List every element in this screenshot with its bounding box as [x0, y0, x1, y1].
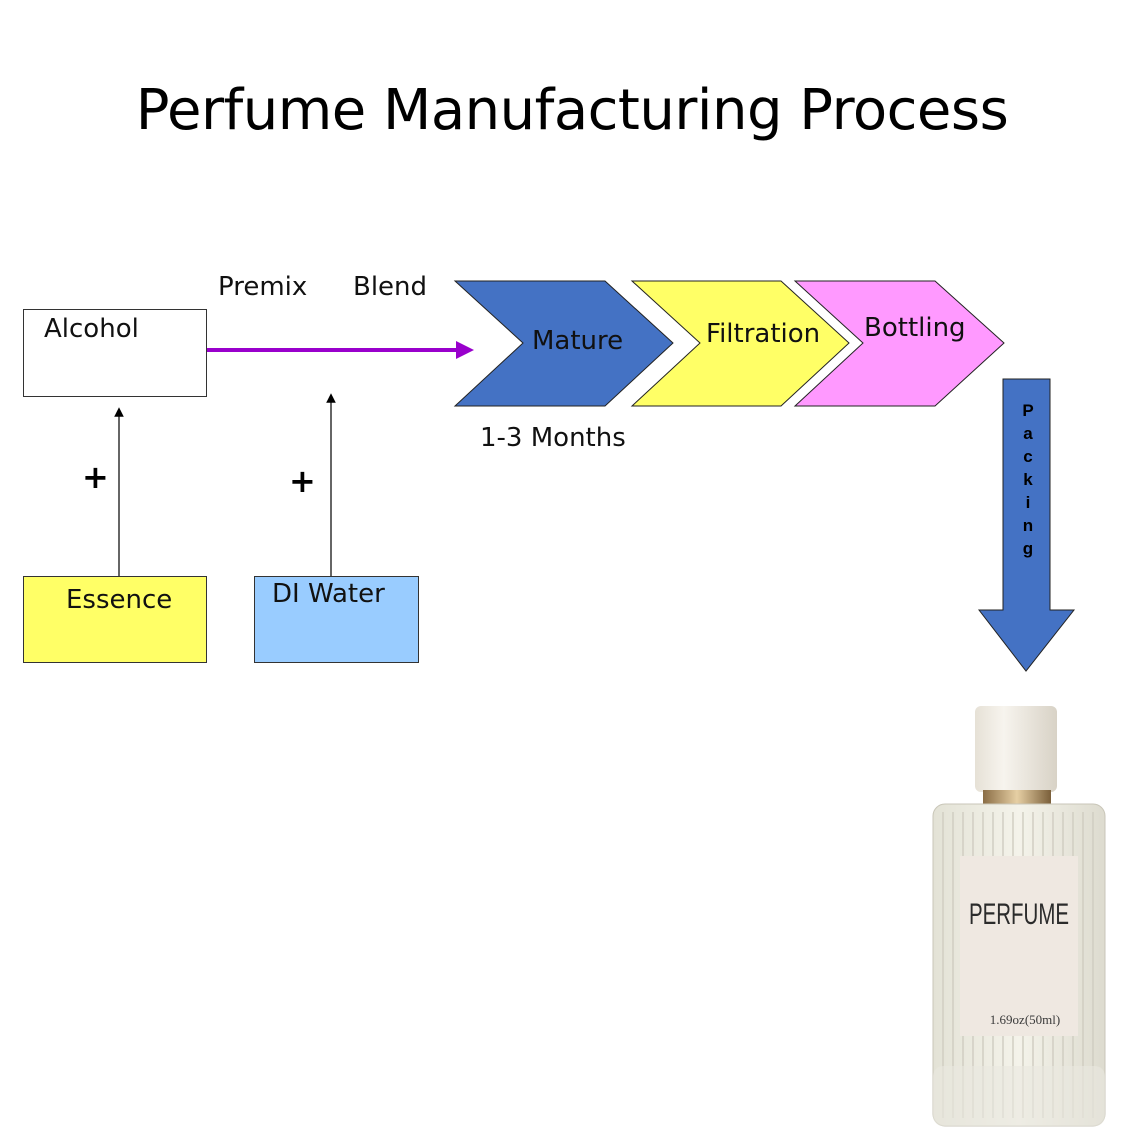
di-water-label: DI Water	[272, 579, 385, 609]
chevron-mature	[453, 280, 674, 407]
bottle-label-text: PERFUME	[969, 898, 1069, 931]
alcohol-box: Alcohol	[23, 309, 207, 397]
packing-letter: a	[1023, 424, 1033, 443]
di-water-box: DI Water	[254, 576, 419, 663]
step-filtration-label: Filtration	[706, 319, 821, 349]
plus-sign-essence: +	[82, 458, 109, 496]
packing-letter: P	[1022, 401, 1034, 420]
premix-label: Premix	[218, 272, 308, 302]
packing-arrow	[977, 378, 1076, 672]
page-title: Perfume Manufacturing Process	[135, 78, 1009, 143]
essence-label: Essence	[66, 585, 173, 615]
packing-letter: c	[1023, 447, 1033, 466]
step-bottling-label: Bottling	[864, 313, 966, 343]
packing-letter: g	[1022, 539, 1034, 558]
alcohol-label: Alcohol	[44, 314, 139, 344]
blend-arrow-head	[456, 341, 474, 359]
plus-sign-water: +	[289, 462, 316, 500]
packing-letter: n	[1022, 516, 1034, 535]
bottle-label-panel	[960, 856, 1078, 1036]
chevron-filtration	[630, 280, 850, 407]
chevron-bottling	[793, 280, 1005, 407]
essence-box: Essence	[23, 576, 207, 663]
duration-label: 1-3 Months	[480, 423, 626, 453]
packing-letter: k	[1023, 470, 1033, 489]
blend-label: Blend	[353, 272, 428, 302]
step-mature-label: Mature	[532, 326, 624, 356]
bottle-volume-text: 1.69oz(50ml)	[990, 1012, 1060, 1027]
packing-letter: i	[1025, 493, 1031, 512]
